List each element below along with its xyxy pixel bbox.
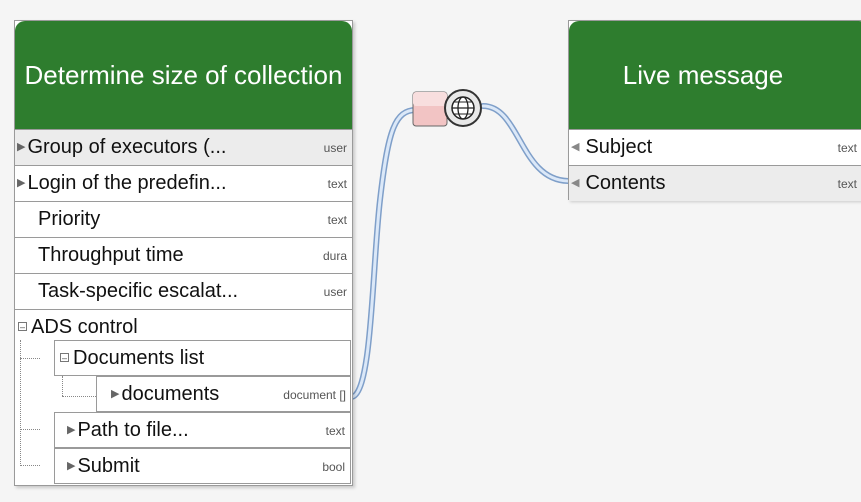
triangle-left-icon[interactable]: ◀ [571, 141, 580, 153]
triangle-right-icon[interactable]: ▶ [67, 424, 76, 436]
triangle-right-icon[interactable]: ▶ [111, 388, 120, 400]
task-box-header: Determine size of collection [15, 21, 352, 129]
field-row-path-to-file[interactable]: ▶Path to file... text [54, 412, 351, 448]
field-label: Task-specific escalat... [38, 280, 239, 302]
minus-box-icon[interactable]: – [18, 322, 27, 332]
field-row-documents[interactable]: ▶documents document [] [96, 376, 351, 412]
triangle-right-icon[interactable]: ▶ [67, 460, 76, 472]
tree-guide [20, 358, 40, 359]
field-type: user [323, 141, 347, 155]
field-label: Path to file... [77, 419, 189, 441]
field-label: Contents [585, 172, 666, 194]
field-label: Subject [585, 136, 653, 158]
connector-documents-to-converter [348, 107, 419, 400]
field-type: text [327, 177, 347, 191]
message-box-header: Live message [569, 21, 861, 129]
field-row-documents-list[interactable]: –Documents list [54, 340, 351, 376]
triangle-left-icon[interactable]: ◀ [571, 177, 580, 189]
triangle-right-icon[interactable]: ▶ [17, 141, 26, 153]
field-type: bool [322, 460, 345, 474]
message-title: Live message [622, 60, 784, 90]
field-label: Priority [38, 208, 101, 230]
connector-converter-to-contents [480, 103, 571, 184]
field-row-login-predefined[interactable]: ▶Login of the predefin... text [15, 165, 352, 201]
field-type: text [327, 213, 347, 227]
field-label: ADS control [31, 316, 138, 338]
task-title: Determine size of collection [24, 60, 343, 90]
field-type: text [837, 177, 857, 191]
field-row-submit[interactable]: ▶Submit bool [54, 448, 351, 484]
field-type: text [325, 424, 345, 438]
field-label: Submit [77, 455, 140, 477]
field-type: text [837, 141, 857, 155]
message-box-live-message[interactable]: Live message ◀ Subject text ◀ Contents tex… [568, 20, 861, 201]
field-row-task-specific-escalation[interactable]: Task-specific escalat... user [15, 273, 352, 309]
field-row-ads-control[interactable]: –ADS control [15, 309, 352, 345]
triangle-right-icon[interactable]: ▶ [17, 177, 26, 189]
tree-guide [20, 465, 40, 466]
tree-guide [20, 429, 40, 430]
field-label: Documents list [73, 347, 205, 369]
field-type: dura [322, 249, 347, 263]
tree-guide [62, 376, 63, 396]
field-label: Throughput time [38, 244, 184, 266]
field-row-group-of-executors[interactable]: ▶Group of executors (... user [15, 129, 352, 165]
field-row-contents[interactable]: ◀ Contents text [569, 165, 861, 201]
field-row-priority[interactable]: Priority text [15, 201, 352, 237]
field-row-throughput-time[interactable]: Throughput time dura [15, 237, 352, 273]
tree-guide [20, 340, 21, 466]
field-label: Group of executors (... [27, 136, 227, 158]
field-label: documents [121, 383, 220, 405]
minus-box-icon[interactable]: – [60, 353, 69, 363]
field-type: user [323, 285, 347, 299]
globe-converter-icon[interactable] [412, 89, 482, 127]
field-row-subject[interactable]: ◀ Subject text [569, 129, 861, 165]
field-type: document [] [283, 388, 346, 402]
field-label: Login of the predefin... [27, 172, 227, 194]
tree-guide [62, 396, 96, 397]
